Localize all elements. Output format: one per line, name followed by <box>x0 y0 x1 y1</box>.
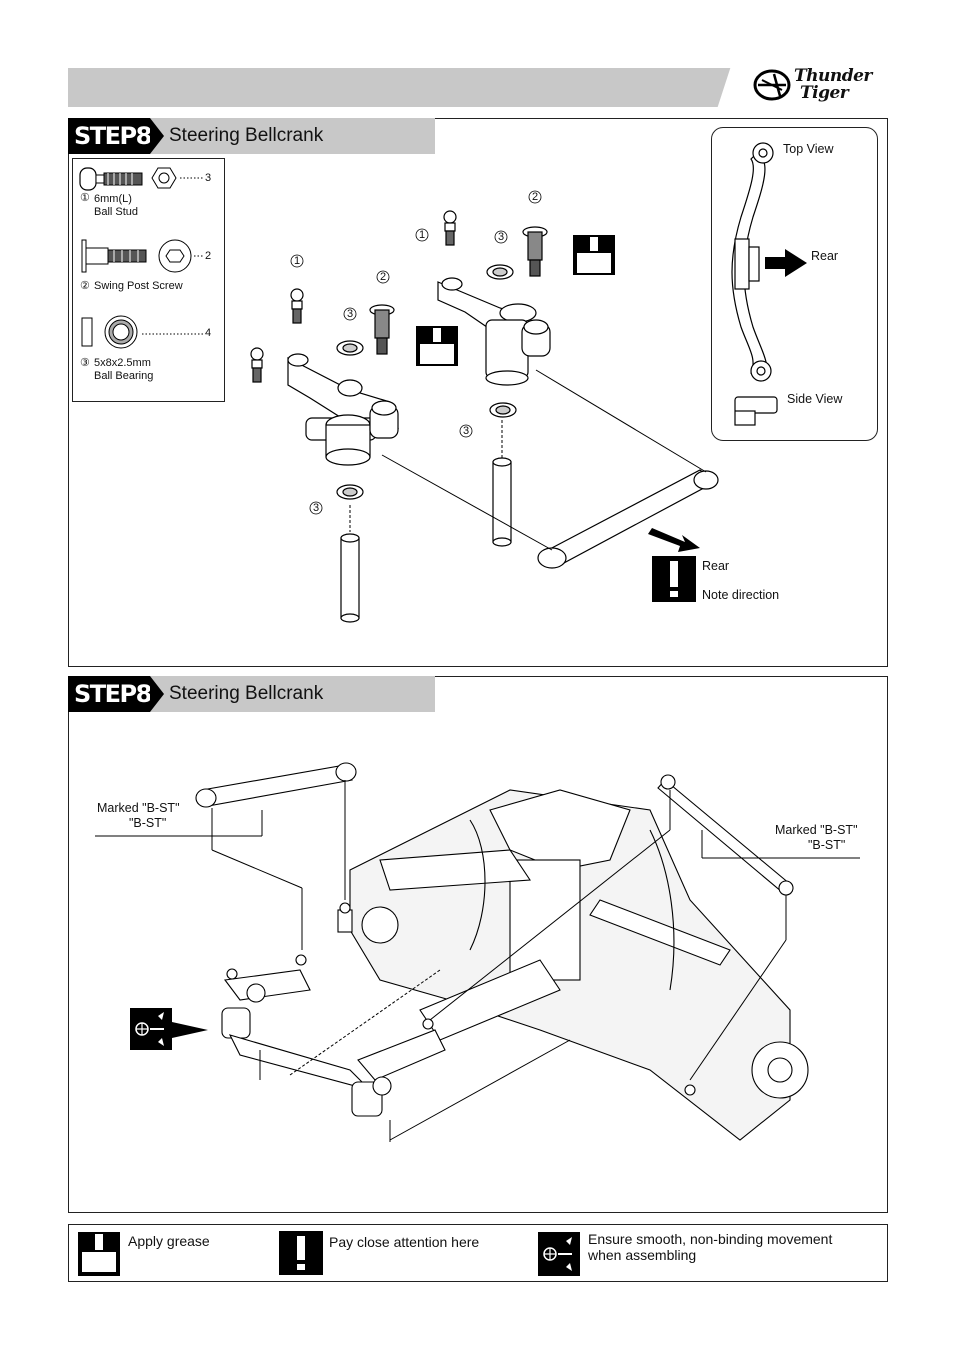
callout-3b: 3 <box>313 502 320 514</box>
callout-2b: 2 <box>532 191 539 203</box>
part-1-desc: Ball Stud <box>94 206 139 218</box>
step-panel-bottom <box>68 676 888 1213</box>
brand-line1: Thunder <box>794 66 872 86</box>
marked-right-1: Marked "B-ST" <box>775 823 858 837</box>
tiger-emblem-icon <box>753 69 791 101</box>
callout-1a: 1 <box>294 255 301 267</box>
part-3-desc: Ball Bearing <box>94 370 154 382</box>
legend-smooth-1: Ensure smooth, non-binding movement <box>588 1231 833 1247</box>
part-3-num: ③ <box>80 357 90 369</box>
step-title-bottom: Steering Bellcrank <box>169 683 324 704</box>
attention-icon <box>279 1231 323 1275</box>
hex-head-icon <box>158 239 192 273</box>
marked-left-2: "B-ST" <box>129 816 167 830</box>
part-2-name: Swing Post Screw <box>94 280 183 292</box>
swing-post-screw-icon <box>81 239 147 273</box>
bearing-icon <box>81 315 138 349</box>
step-arrow-bottom <box>150 676 164 712</box>
marked-right-2: "B-ST" <box>808 838 846 852</box>
smooth-movement-icon <box>130 1008 208 1050</box>
legend-attention: Pay close attention here <box>329 1234 480 1250</box>
callout-3c: 3 <box>498 231 505 243</box>
marked-left-1: Marked "B-ST" <box>97 801 180 815</box>
callout-2a: 2 <box>380 271 387 283</box>
view-inset <box>711 127 878 441</box>
chassis-assembly-diagram <box>95 762 860 1142</box>
brand-logo: Thunder Tiger <box>752 66 892 108</box>
legend-smooth-2: when assembling <box>588 1247 697 1263</box>
ball-stud-icon <box>79 167 143 191</box>
callout-1b: 1 <box>419 229 426 241</box>
nut-icon <box>151 167 177 189</box>
part-2-num: ② <box>80 280 90 292</box>
parts-list <box>72 158 225 402</box>
step-tag-top: STEP8 <box>68 118 152 154</box>
grease-icon <box>78 1232 120 1276</box>
part-3-qty: 4 <box>205 327 212 339</box>
note-direction: Note direction <box>702 588 780 602</box>
callout-3d: 3 <box>463 425 470 437</box>
callout-3a: 3 <box>347 308 354 320</box>
tie-rod-views-drawing <box>731 142 807 426</box>
inset-rear: Rear <box>811 249 839 263</box>
grease-icon <box>416 326 458 366</box>
rear-arrow-icon <box>765 249 807 277</box>
smooth-movement-icon <box>538 1232 580 1276</box>
brand-line2: Tiger <box>800 83 849 103</box>
rear-label: Rear <box>702 559 730 573</box>
legend-box <box>68 1224 888 1282</box>
step-tag-bottom: STEP8 <box>68 676 152 712</box>
step-panel-top <box>68 118 888 667</box>
inset-top-view: Top View <box>783 142 834 156</box>
grease-icon <box>573 235 615 275</box>
part-1-num: ① <box>80 192 90 204</box>
step-arrow-top <box>150 118 164 154</box>
legend-grease: Apply grease <box>128 1233 210 1249</box>
step-title-top: Steering Bellcrank <box>169 125 324 146</box>
inset-side-view: Side View <box>787 392 843 406</box>
part-1-name: 6mm(L) <box>94 193 132 205</box>
bellcrank-exploded-diagram <box>250 190 719 623</box>
header-bar <box>68 68 748 107</box>
parts-drawings <box>79 167 203 349</box>
part-2-qty: 2 <box>205 250 212 262</box>
side-view-icon <box>734 396 778 426</box>
attention-icon <box>652 556 696 602</box>
part-3-name: 5x8x2.5mm <box>94 357 151 369</box>
rear-arrow-icon <box>648 528 700 552</box>
part-1-qty: 3 <box>205 172 212 184</box>
